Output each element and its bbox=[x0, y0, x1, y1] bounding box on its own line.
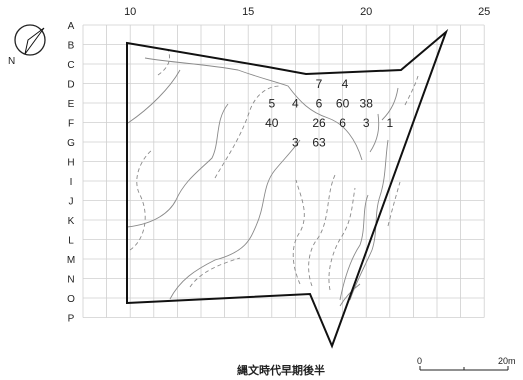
count-value: 60 bbox=[336, 97, 350, 111]
contour-line bbox=[308, 174, 336, 287]
count-value: 3 bbox=[292, 136, 299, 150]
contour-line bbox=[404, 75, 419, 106]
count-value: 26 bbox=[312, 116, 326, 130]
contour-line bbox=[381, 87, 399, 121]
row-label: N bbox=[67, 275, 74, 286]
row-label: M bbox=[67, 255, 75, 266]
contour-line bbox=[339, 194, 369, 301]
contour-line bbox=[157, 49, 170, 76]
count-value: 4 bbox=[292, 97, 299, 111]
scale-start: 0 bbox=[417, 356, 422, 366]
contour-line bbox=[129, 149, 153, 251]
row-label: G bbox=[67, 138, 75, 149]
count-value: 63 bbox=[312, 136, 326, 150]
column-label: 25 bbox=[478, 6, 490, 18]
north-arrow-icon: N bbox=[8, 24, 46, 67]
row-label: F bbox=[68, 119, 74, 130]
contour-line bbox=[339, 283, 361, 307]
excavation-boundary bbox=[126, 28, 449, 349]
row-label: D bbox=[67, 80, 74, 91]
count-value: 38 bbox=[360, 97, 374, 111]
grid-lines bbox=[82, 24, 485, 318]
column-labels: 10 15 20 25 bbox=[124, 6, 490, 18]
contour-line bbox=[292, 179, 305, 285]
count-value: 5 bbox=[268, 97, 275, 111]
count-value: 7 bbox=[316, 77, 323, 91]
contour-line bbox=[126, 103, 229, 228]
count-value: 40 bbox=[265, 116, 279, 130]
count-value: 1 bbox=[386, 116, 393, 130]
count-value: 6 bbox=[316, 97, 323, 111]
row-label: L bbox=[68, 236, 74, 247]
map-caption: 縄文時代早期後半 bbox=[237, 363, 325, 377]
contour-line bbox=[369, 113, 380, 153]
column-label: 20 bbox=[360, 6, 372, 18]
scale-bar: 0 20m bbox=[417, 356, 516, 371]
row-label: P bbox=[68, 314, 75, 325]
column-label: 15 bbox=[242, 6, 254, 18]
contour-line bbox=[214, 85, 281, 179]
count-value: 4 bbox=[342, 77, 349, 91]
contour-line bbox=[144, 57, 363, 161]
row-label: B bbox=[68, 41, 75, 52]
row-label: K bbox=[68, 216, 75, 227]
row-label: I bbox=[70, 177, 73, 188]
scale-end: 20m bbox=[498, 356, 516, 366]
row-label: O bbox=[67, 294, 75, 305]
north-label: N bbox=[8, 56, 15, 67]
contour-line bbox=[189, 257, 241, 288]
row-label: J bbox=[69, 197, 74, 208]
contour-line bbox=[127, 69, 181, 124]
count-value: 6 bbox=[339, 116, 346, 130]
contour-line bbox=[169, 139, 301, 300]
count-value: 3 bbox=[363, 116, 370, 130]
row-label: A bbox=[68, 21, 75, 32]
contour-line bbox=[328, 187, 356, 291]
row-label: H bbox=[67, 158, 74, 169]
row-label: E bbox=[68, 99, 75, 110]
contour-lines bbox=[126, 49, 419, 307]
row-label: C bbox=[67, 60, 74, 71]
contour-line bbox=[387, 181, 401, 227]
column-label: 10 bbox=[124, 6, 136, 18]
